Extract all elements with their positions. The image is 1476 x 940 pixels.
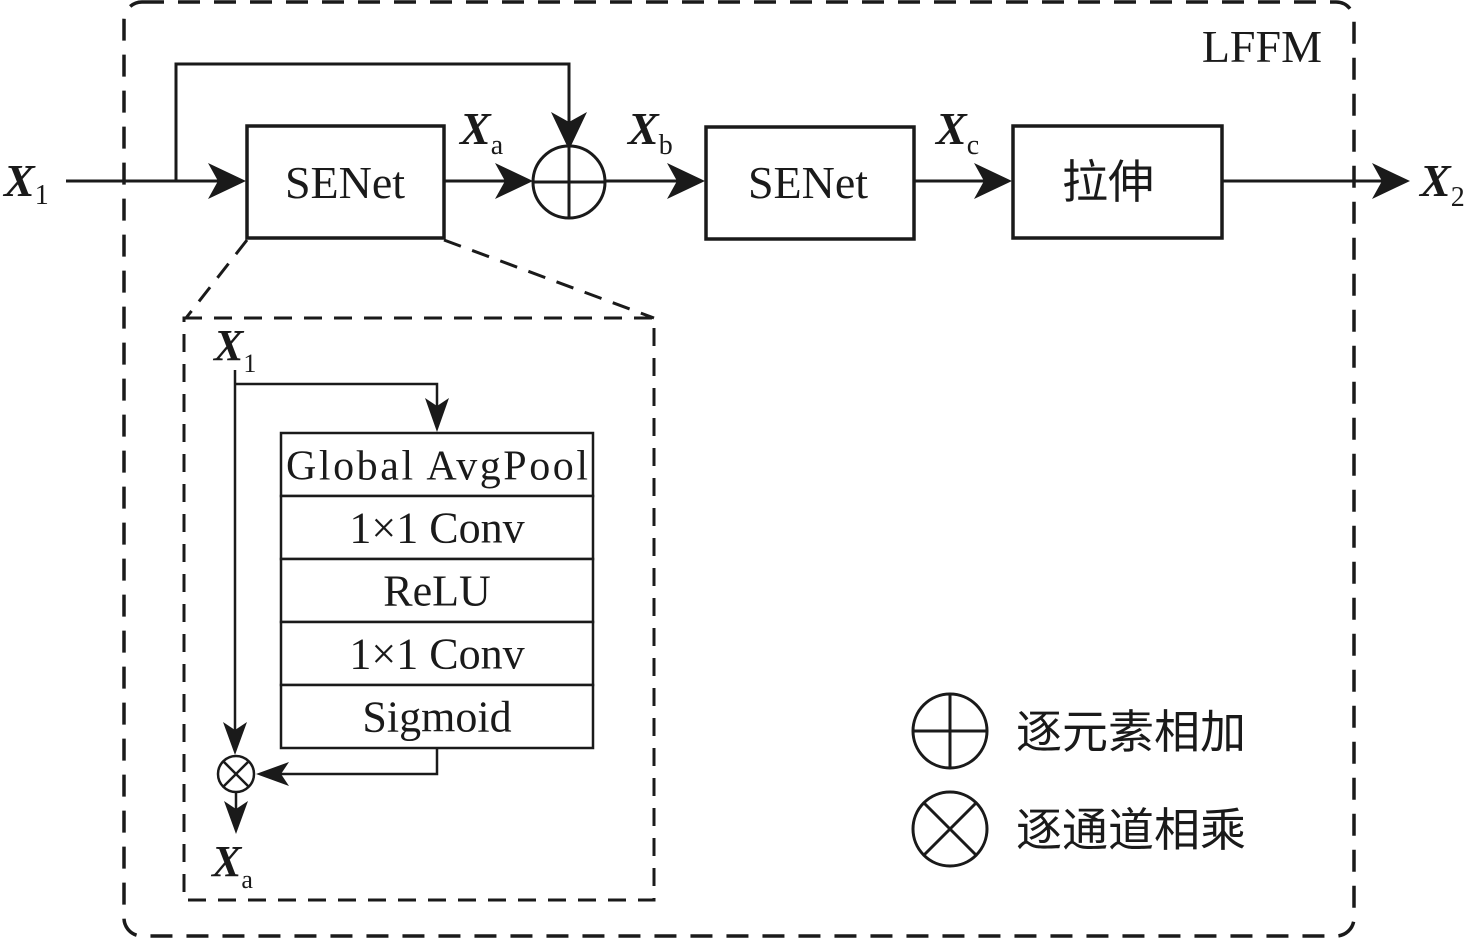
senet-block-1-label: SENet: [285, 157, 405, 208]
stretch-block-label: 拉伸: [1062, 157, 1154, 208]
detail-gate-line: [275, 749, 439, 776]
detail-branch-line: [235, 382, 439, 410]
senet-layer-label: ReLU: [383, 567, 491, 616]
arrow-into-senet2: [667, 163, 705, 199]
output-var-label: X2: [1418, 155, 1465, 213]
senet-detail-boundary: [182, 316, 656, 902]
legend-multiply-icon: [911, 790, 989, 868]
senet-layer-box: [279, 431, 595, 498]
arrow-output: [1372, 163, 1410, 199]
zoom-connector-right: [443, 238, 655, 320]
xc-label: Xc: [934, 103, 979, 161]
arrow-detail-output: [224, 801, 248, 834]
senet-layer-label: Global AvgPool: [286, 444, 588, 490]
senet-layer: Global AvgPool: [279, 431, 595, 498]
detail-input-label: X1: [212, 321, 256, 378]
senet-layer-label: 1×1 Conv: [349, 504, 524, 553]
arrow-into-add: [551, 112, 587, 150]
legend-add-label: 逐元素相加: [1016, 707, 1246, 758]
senet-layer-box: [279, 620, 595, 687]
stretch-block: [1011, 124, 1224, 240]
arrow-into-add-from-senet: [495, 163, 533, 199]
skip-connection-line: [174, 62, 571, 181]
senet-layer-label: Sigmoid: [362, 693, 511, 742]
legend-multiply-label: 逐通道相乘: [1016, 805, 1246, 856]
senet-layer-box: [279, 557, 595, 624]
senet-layer: 1×1 Conv: [279, 620, 595, 687]
senet-layer: ReLU: [279, 557, 595, 624]
senet-block-2-label: SENet: [748, 157, 868, 208]
detail-output-label: Xa: [210, 837, 253, 894]
input-var-label: X1: [2, 155, 49, 211]
xa-label: Xa: [458, 103, 504, 161]
senet-layer: Sigmoid: [279, 683, 595, 750]
senet-block-1: [245, 124, 446, 240]
senet-block-2: [704, 125, 916, 241]
legend: 逐元素相加 逐通道相乘: [911, 692, 1246, 868]
lffm-boundary: [122, 0, 1356, 938]
senet-layer-box: [279, 683, 595, 750]
arrow-into-multiply: [223, 722, 247, 755]
arrow-into-stretch: [974, 163, 1012, 199]
arrow-gate-into-multiply: [256, 762, 289, 786]
module-label: LFFM: [1202, 21, 1322, 72]
senet-layer: 1×1 Conv: [279, 494, 595, 561]
senet-layer-label: 1×1 Conv: [349, 630, 524, 679]
channel-multiply-icon: [216, 754, 256, 794]
element-wise-add-icon: [531, 144, 607, 220]
arrow-into-pool: [425, 398, 449, 432]
zoom-connector-left: [184, 239, 249, 319]
legend-add-icon: [911, 692, 989, 770]
arrow-into-senet1: [208, 163, 246, 199]
xb-label: Xb: [626, 103, 673, 161]
